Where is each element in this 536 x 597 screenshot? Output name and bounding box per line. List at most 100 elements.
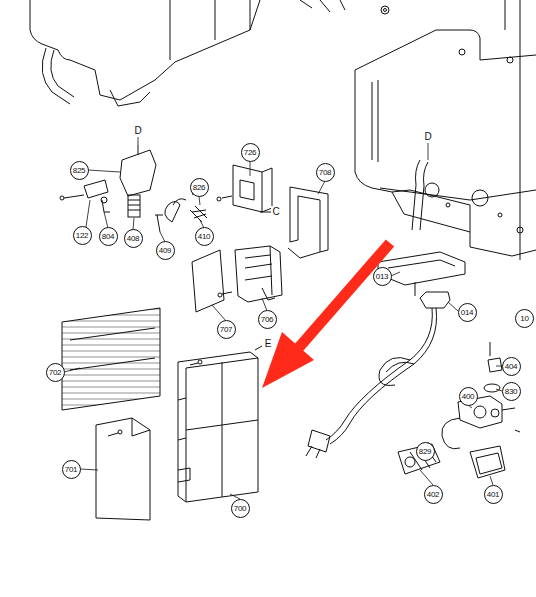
callout-number: 014 bbox=[458, 303, 477, 322]
housing-stroke bbox=[381, 6, 389, 14]
valve-group-stroke bbox=[128, 195, 140, 217]
callout-number: 829 bbox=[416, 442, 435, 461]
main-cover-stroke bbox=[198, 360, 202, 364]
main-cover-stroke bbox=[186, 358, 258, 502]
main-cover-stroke bbox=[186, 362, 258, 497]
water-fittings-stroke bbox=[488, 358, 502, 372]
main-cover bbox=[178, 346, 262, 502]
leader-lines-stroke bbox=[86, 200, 90, 227]
terminal-block-stroke bbox=[218, 293, 222, 297]
callout-number: 122 bbox=[73, 226, 92, 245]
water-fittings-stroke bbox=[442, 418, 460, 449]
leader-lines-stroke bbox=[80, 469, 98, 470]
callout-number: 700 bbox=[231, 499, 250, 518]
callout-number: 410 bbox=[195, 227, 214, 246]
cover-plates-stroke bbox=[108, 433, 118, 436]
water-fittings-stroke bbox=[405, 457, 415, 467]
callout-number: 013 bbox=[373, 267, 392, 286]
valve-group-stroke bbox=[120, 150, 156, 196]
terminal-block-stroke bbox=[262, 288, 275, 300]
callout-number: 404 bbox=[502, 357, 521, 376]
view-letter: D bbox=[423, 131, 432, 143]
upper-unit-stroke bbox=[300, 0, 345, 12]
power-cord-stroke bbox=[306, 446, 320, 458]
callout-number: 401 bbox=[484, 485, 503, 504]
upper-unit-stroke bbox=[170, 0, 250, 60]
leader-lines-stroke bbox=[448, 302, 458, 311]
upper-unit-stroke bbox=[30, 0, 260, 100]
red-arrow bbox=[262, 243, 390, 388]
main-cover-stroke bbox=[255, 346, 262, 350]
valve-group-stroke bbox=[138, 145, 139, 155]
main-cover-stroke bbox=[190, 363, 198, 365]
leader-lines bbox=[64, 137, 502, 499]
valve-group-stroke bbox=[190, 206, 207, 222]
callout-number: 409 bbox=[156, 241, 175, 260]
control-module-stroke bbox=[288, 248, 320, 258]
red-arrow-stroke bbox=[262, 332, 314, 388]
valve-group-stroke bbox=[128, 200, 140, 210]
water-fittings-stroke bbox=[474, 406, 486, 418]
callout-number: 701 bbox=[62, 460, 81, 479]
valve-group-stroke bbox=[101, 197, 107, 203]
callout-number: 825 bbox=[70, 161, 89, 180]
power-cord-stroke bbox=[415, 282, 416, 296]
power-cord-stroke bbox=[308, 430, 330, 452]
callout-number: 830 bbox=[502, 382, 521, 401]
housing-stroke bbox=[392, 190, 470, 232]
water-fittings-stroke bbox=[491, 409, 499, 417]
housing-stroke bbox=[384, 9, 387, 12]
housing bbox=[355, 0, 536, 260]
cover-plates bbox=[62, 308, 160, 520]
leader-lines-stroke bbox=[212, 305, 226, 321]
callout-number: 826 bbox=[190, 178, 209, 197]
leader-lines-stroke bbox=[391, 272, 400, 276]
callout-number: 702 bbox=[46, 363, 65, 382]
valve-group-stroke bbox=[155, 215, 163, 232]
view-letter: E bbox=[264, 338, 273, 350]
control-module-stroke bbox=[290, 187, 328, 252]
water-fittings bbox=[398, 342, 520, 478]
power-cord-stroke bbox=[388, 260, 455, 268]
power-cord-stroke bbox=[379, 358, 414, 386]
leader-lines-stroke bbox=[490, 476, 493, 485]
leader-lines-stroke bbox=[88, 170, 120, 172]
leader-lines-stroke bbox=[420, 470, 433, 485]
leader-lines-stroke bbox=[138, 137, 139, 145]
view-letter: C bbox=[271, 206, 280, 218]
red-arrow-stroke bbox=[295, 243, 390, 352]
terminal-block-stroke bbox=[235, 246, 282, 302]
power-cord-stroke bbox=[326, 308, 432, 440]
leader-lines-stroke bbox=[199, 196, 200, 205]
control-module-stroke bbox=[240, 180, 254, 200]
cover-plates-stroke bbox=[118, 430, 122, 434]
terminal-block-stroke bbox=[192, 250, 224, 312]
main-cover-stroke bbox=[178, 398, 190, 482]
control-module-stroke bbox=[233, 165, 272, 212]
callout-number: 408 bbox=[124, 229, 143, 248]
callout-number: 708 bbox=[316, 163, 335, 182]
power-cord-stroke bbox=[420, 292, 450, 308]
callout-number: 804 bbox=[99, 227, 118, 246]
control-module-stroke bbox=[222, 196, 232, 198]
housing-stroke bbox=[355, 30, 536, 70]
cover-plates-stroke bbox=[96, 418, 150, 520]
housing-stroke bbox=[498, 213, 502, 217]
leader-lines-stroke bbox=[318, 181, 325, 194]
housing-stroke bbox=[472, 190, 488, 206]
cover-plates-stroke bbox=[70, 328, 155, 370]
water-fittings-stroke bbox=[490, 342, 491, 356]
callout-number: 706 bbox=[258, 310, 277, 329]
upper-unit-stroke bbox=[42, 48, 74, 104]
callout-number: 707 bbox=[217, 320, 236, 339]
cover-plates-stroke bbox=[62, 308, 160, 410]
callout-number: 400 bbox=[459, 387, 478, 406]
view-letter: D bbox=[133, 125, 142, 137]
leader-lines-stroke bbox=[428, 143, 429, 160]
main-cover-stroke bbox=[178, 352, 258, 502]
housing-stroke bbox=[425, 183, 439, 197]
callout-number: 10 bbox=[515, 309, 534, 328]
valve-group-stroke bbox=[60, 196, 64, 200]
